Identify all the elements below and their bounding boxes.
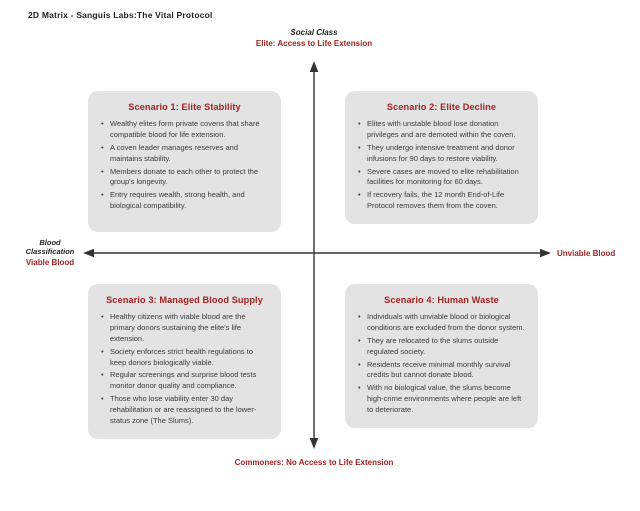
page-title: 2D Matrix - Sanguis Labs:The Vital Proto… xyxy=(28,10,213,20)
bullet-item: They undergo intensive treatment and don… xyxy=(357,143,526,165)
quadrant-scenario-4: Scenario 4: Human Waste Individuals with… xyxy=(345,284,538,428)
horizontal-axis-labels: Blood Classification Viable Blood xyxy=(14,238,86,267)
bullet-item: Entry requires wealth, strong health, an… xyxy=(100,190,269,212)
quadrant-title: Scenario 3: Managed Blood Supply xyxy=(106,295,263,305)
quadrant-title: Scenario 2: Elite Decline xyxy=(386,102,497,112)
axis-label-unviable-blood: Unviable Blood xyxy=(557,249,616,258)
bullet-item: Residents receive minimal monthly surviv… xyxy=(357,360,526,382)
axis-label-viable-blood: Viable Blood xyxy=(25,258,75,267)
bullet-item: Society enforces strict health regulatio… xyxy=(100,347,269,369)
bullet-item: If recovery fails, the 12 month End-of-L… xyxy=(357,190,526,212)
bullet-item: Individuals with unviable blood or biolo… xyxy=(357,312,526,334)
bullet-item: Elites with unstable blood lose donation… xyxy=(357,119,526,141)
axis-label-commoners: Commoners: No Access to Life Extension xyxy=(234,458,394,467)
axis-title-social-class: Social Class xyxy=(290,28,338,37)
bullet-item: Members donate to each other to protect … xyxy=(100,167,269,189)
arrowhead-up-icon xyxy=(309,61,319,72)
axis-label-elite-access: Elite: Access to Life Extension xyxy=(255,39,373,48)
arrowhead-left-icon xyxy=(83,248,94,258)
bullet-list: Individuals with unviable blood or biolo… xyxy=(357,312,526,416)
bullet-list: Healthy citizens with viable blood are t… xyxy=(100,312,269,427)
bullet-item: They are relocated to the slums outside … xyxy=(357,336,526,358)
bullet-item: Severe cases are moved to elite rehabili… xyxy=(357,167,526,189)
bullet-item: Regular screenings and surprise blood te… xyxy=(100,370,269,392)
quadrant-title: Scenario 1: Elite Stability xyxy=(128,102,241,112)
bullet-list: Elites with unstable blood lose donation… xyxy=(357,119,526,212)
bullet-item: With no biological value, the slums beco… xyxy=(357,383,526,416)
arrowhead-right-icon xyxy=(540,248,551,258)
bullet-item: Healthy citizens with viable blood are t… xyxy=(100,312,269,345)
axis-title-blood-classification: Blood Classification xyxy=(25,238,75,256)
quadrant-scenario-3: Scenario 3: Managed Blood Supply Healthy… xyxy=(88,284,281,439)
bullet-item: Wealthy elites form private covens that … xyxy=(100,119,269,141)
quadrant-scenario-2: Scenario 2: Elite Decline Elites with un… xyxy=(345,91,538,224)
quadrant-title: Scenario 4: Human Waste xyxy=(384,295,499,305)
bullet-list: Wealthy elites form private covens that … xyxy=(100,119,269,212)
bullet-item: Those who lose viability enter 30 day re… xyxy=(100,394,269,427)
quadrant-scenario-1: Scenario 1: Elite Stability Wealthy elit… xyxy=(88,91,281,232)
bullet-item: A coven leader manages reserves and main… xyxy=(100,143,269,165)
arrowhead-down-icon xyxy=(309,438,319,449)
vertical-axis-labels: Social Class Elite: Access to Life Exten… xyxy=(256,28,372,48)
